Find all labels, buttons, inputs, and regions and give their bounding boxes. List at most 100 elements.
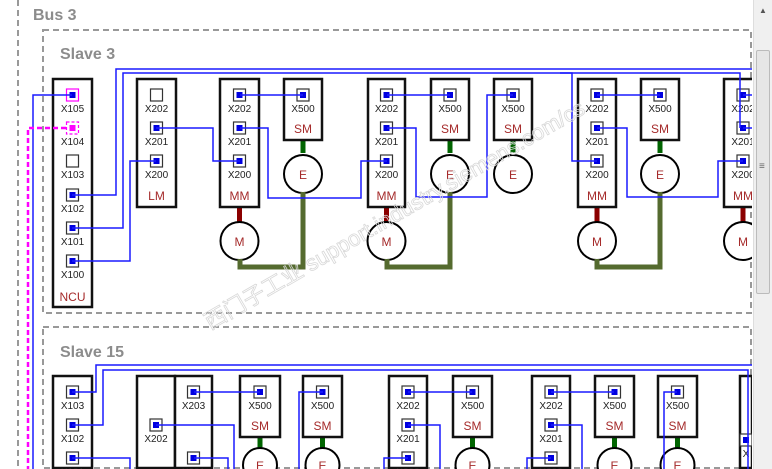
port-socket (65, 154, 80, 168)
slave-3-title: Slave 3 (60, 46, 115, 63)
scrollbar-thumb[interactable]: ≡ (756, 50, 770, 294)
port-label: X500 (248, 401, 272, 412)
port-label: X500 (311, 401, 335, 412)
drive-cliq-wire (156, 424, 235, 469)
port-dot (383, 125, 390, 131)
module-label: LM (148, 189, 165, 203)
port-label: X100 (61, 270, 85, 281)
port-label: X202 (144, 434, 168, 445)
drive-cliq-wire (663, 391, 677, 469)
port-label: X201 (145, 137, 169, 148)
drive-cliq-wire (240, 127, 387, 199)
encoder-label: E (256, 459, 264, 469)
port-label: X200 (375, 170, 399, 181)
encoder-label: E (299, 168, 307, 182)
encoder-label: E (318, 459, 326, 469)
encoder-icon (242, 447, 278, 469)
port-label: X500 (501, 104, 525, 115)
port-label: X202 (375, 104, 399, 115)
module-label: SM (504, 122, 522, 136)
port-label: X203 (182, 401, 206, 412)
encoder-label: E (610, 459, 618, 469)
drive-cliq-wire (551, 424, 583, 469)
motor-label: M (235, 235, 245, 249)
port-dot (236, 92, 243, 98)
port-label: X202 (145, 104, 169, 115)
port-label: X200 (539, 467, 563, 469)
port-dot (190, 455, 197, 461)
port-label: X500 (648, 104, 672, 115)
module-label: SM (441, 122, 459, 136)
module-sm (429, 77, 471, 142)
scroll-up-arrow-icon[interactable]: ▲ (759, 6, 767, 15)
port-label: X201 (228, 137, 252, 148)
port-dot (69, 92, 76, 98)
port-label: X202 (539, 401, 563, 412)
port-dot (674, 389, 681, 395)
port-dot (383, 92, 390, 98)
drive-cliq-wire (298, 391, 323, 469)
port-label: X201 (396, 434, 420, 445)
port-label: X201 (375, 137, 399, 148)
port-dot (236, 125, 243, 131)
port-label: X500 (461, 401, 485, 412)
port-label: X500 (666, 401, 690, 412)
profibus-link (26, 126, 66, 469)
port-dot (743, 437, 749, 443)
port-label: X202 (228, 104, 252, 115)
port-label: X200 (585, 170, 609, 181)
vertical-scrollbar[interactable]: ▲ ≡ (753, 0, 772, 469)
drive-cliq-wire (32, 94, 72, 469)
port-label: X101 (61, 237, 85, 248)
module-label: MM (587, 189, 607, 203)
encoder-feedback-cable (594, 192, 663, 270)
port-dot (190, 389, 197, 395)
port-label: X200 (396, 467, 420, 469)
encoder-feedback-cable (384, 192, 453, 270)
port-label: X105 (61, 104, 85, 115)
slave-15-title: Slave 15 (60, 344, 124, 361)
port-label: X200 (228, 170, 252, 181)
port-label: X101 (61, 467, 85, 469)
encoder-icon (304, 447, 341, 469)
encoder-label: E (509, 168, 517, 182)
drive-cliq-wire (72, 457, 131, 469)
module-label: SM (669, 419, 687, 433)
port-label: X201 (182, 467, 206, 469)
motor-label: M (592, 235, 602, 249)
motor-icon (723, 221, 752, 261)
slave-3-frame (42, 29, 752, 314)
encoder-feedback-cable (237, 192, 306, 270)
module-label: MM (230, 189, 250, 203)
topology-canvas: Bus 3 Slave 3 Slave 15 X105X104X103X102X… (17, 0, 752, 469)
module-label: MM (377, 189, 397, 203)
drive-cliq-wire (72, 72, 741, 229)
module-label: MM (733, 189, 752, 203)
port-dot (153, 158, 160, 164)
port-label: X202 (585, 104, 609, 115)
port-label: X103 (61, 401, 85, 412)
encoder-label: E (468, 459, 476, 469)
module-label: SM (314, 419, 332, 433)
encoder-icon (454, 447, 491, 469)
grip-icon: ≡ (759, 161, 765, 172)
encoder-label: E (446, 168, 454, 182)
encoder-label: E (656, 168, 664, 182)
port-label: X102 (61, 434, 85, 445)
port-socket (149, 88, 164, 102)
drive-cliq-wire (72, 68, 752, 196)
module-label: SM (294, 122, 312, 136)
module-label: SM (606, 419, 624, 433)
module-label: SM (464, 419, 482, 433)
drive-cliq-wire (72, 160, 156, 262)
drive-cliq-wire (408, 424, 441, 469)
encoder-icon (659, 447, 696, 469)
drive-cliq-wire (387, 94, 513, 198)
port-dot (69, 125, 76, 131)
port-label: X103 (61, 170, 85, 181)
drive-cliq-wire (72, 369, 749, 469)
port-label: X (743, 449, 750, 460)
drive-cliq-wire (156, 127, 240, 162)
drive-cliq-wire (560, 72, 597, 162)
